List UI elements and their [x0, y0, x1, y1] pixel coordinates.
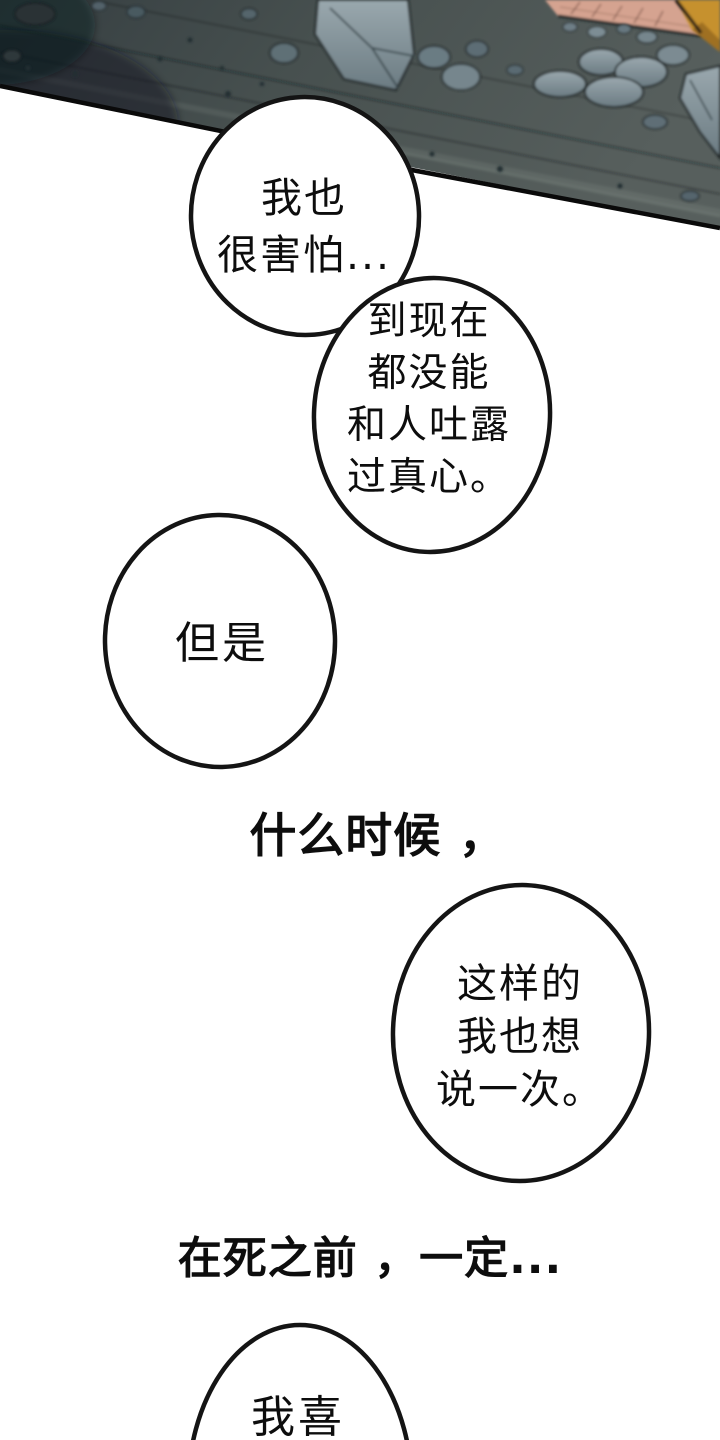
- speech-bubble-3: [102, 512, 338, 770]
- bubble-text-line: 都没能: [367, 351, 491, 396]
- orange-cloth: [674, 0, 720, 52]
- speech-bubble-4-text: 这样的 我也想 说一次。: [436, 958, 604, 1117]
- bubble-text-line: 很害怕...: [216, 231, 392, 279]
- narration-text-2: 在死之前 ，一定...: [177, 1233, 563, 1284]
- speech-bubble-1-text: 我也 很害怕...: [217, 170, 391, 284]
- speech-bubble-4: [390, 882, 652, 1184]
- speech-bubble-1: [188, 94, 422, 338]
- rocks: [2, 0, 720, 202]
- speech-bubble-2: [311, 275, 553, 555]
- scene-panel-rocky-ground: [0, 0, 720, 231]
- bubble-text-line: 我也想: [457, 1014, 583, 1060]
- speech-bubble-5: [190, 1322, 410, 1440]
- pebble-specks: [25, 37, 623, 189]
- bubble-text-line: 到现在: [367, 299, 491, 344]
- bubble-text-line: 说一次。: [436, 1067, 604, 1113]
- narration-text-1: 什么时候 ，: [249, 809, 507, 864]
- speech-bubble-5-text: 我喜: [251, 1394, 345, 1440]
- bubble-text-line: 我也: [260, 174, 347, 222]
- bubble-text-line: 但是: [175, 618, 269, 669]
- bubble-text-line: 和人吐露: [346, 403, 512, 448]
- speech-bubble-2-text: 到现在 都没能 和人吐露 过真心。: [347, 296, 511, 504]
- bubble-text-line: 过真心。: [346, 455, 512, 500]
- dark-blur-blob: [0, 0, 95, 85]
- bubble-text-line: 我喜: [251, 1392, 345, 1440]
- bubble-text-line: 这样的: [457, 961, 583, 1007]
- speech-bubble-3-text: 但是: [175, 620, 269, 668]
- panel-bottom-border: [0, 83, 720, 231]
